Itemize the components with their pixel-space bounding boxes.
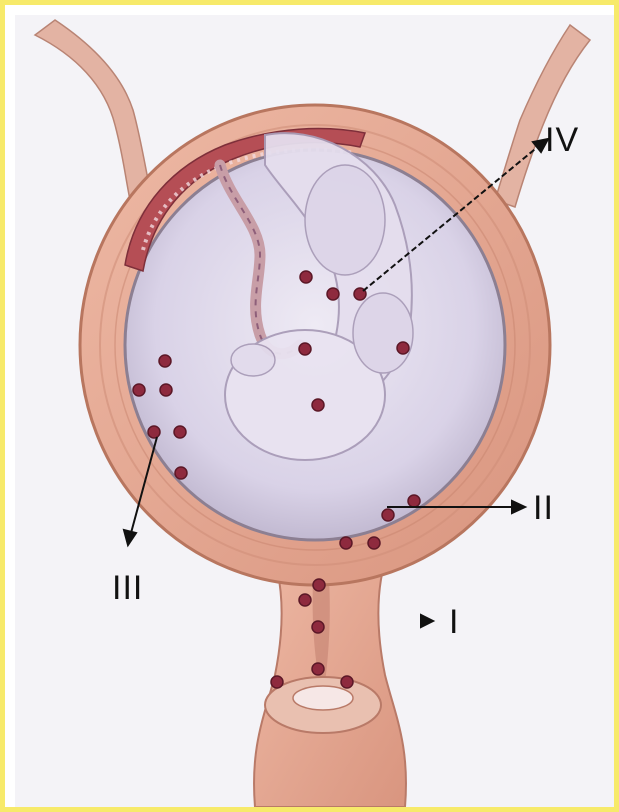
marker-dot	[341, 676, 353, 688]
label-iii: III	[112, 571, 143, 605]
marker-dot	[148, 426, 160, 438]
marker-dot	[299, 343, 311, 355]
marker-dot	[382, 509, 394, 521]
marker-dot	[175, 467, 187, 479]
marker-dot	[408, 495, 420, 507]
arrow-i-head	[421, 615, 433, 627]
marker-dot	[313, 579, 325, 591]
illustration-canvas: IV II III I	[15, 15, 614, 807]
marker-dot	[397, 342, 409, 354]
uterus-illustration	[15, 15, 614, 807]
marker-dot	[160, 384, 172, 396]
label-iv: IV	[545, 123, 579, 157]
marker-dot	[271, 676, 283, 688]
marker-dot	[312, 399, 324, 411]
marker-dot	[299, 594, 311, 606]
label-i: I	[449, 605, 459, 639]
right-fallopian-tube	[495, 25, 590, 207]
marker-dot	[300, 271, 312, 283]
left-fallopian-tube	[35, 20, 150, 200]
marker-dot	[368, 537, 380, 549]
marker-dot	[340, 537, 352, 549]
marker-dot	[133, 384, 145, 396]
marker-dot	[312, 621, 324, 633]
marker-dot	[312, 663, 324, 675]
marker-dot	[327, 288, 339, 300]
marker-dot	[174, 426, 186, 438]
marker-dot	[159, 355, 171, 367]
arrow-ii-head	[512, 501, 525, 513]
arrow-iii-head	[124, 530, 136, 545]
label-ii: II	[533, 491, 554, 525]
